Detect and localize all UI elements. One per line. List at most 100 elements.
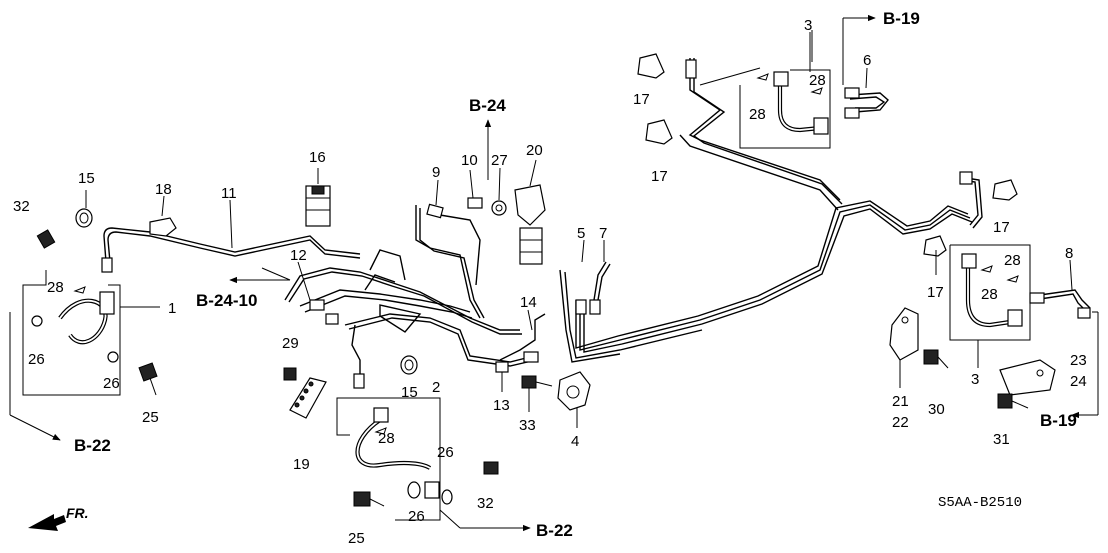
bracket-23 <box>999 359 1056 396</box>
callout-12: 12 <box>290 247 307 264</box>
callout-26-a: 26 <box>28 351 45 368</box>
hose-fitting <box>99 291 115 315</box>
bundle-fitting-left-2 <box>325 313 339 325</box>
bracket-21 <box>889 307 919 361</box>
line-14 <box>499 313 546 363</box>
callout-3-top: 3 <box>804 17 812 34</box>
fitting-13 <box>495 361 509 373</box>
bundle-fitting-lower <box>353 373 365 389</box>
clip-28-left <box>73 286 86 294</box>
washer-26-center-2 <box>441 489 453 505</box>
hose-fitting-center <box>373 407 389 423</box>
line-6-fitting-b <box>844 107 860 119</box>
line-8-fitting-b <box>1077 307 1091 319</box>
callout-27: 27 <box>491 152 508 169</box>
callout-17-c: 17 <box>993 219 1010 236</box>
clip-17-b <box>645 119 673 145</box>
hose-3-bottom-fitting <box>813 117 829 135</box>
callout-26-c: 26 <box>437 444 454 461</box>
callout-32-left: 32 <box>13 198 30 215</box>
bolt-25-left <box>138 362 158 382</box>
ref-b19-top: B-19 <box>883 9 920 28</box>
fitting-10 <box>467 197 483 209</box>
bolt-32-left <box>36 229 56 249</box>
callout-3-right: 3 <box>971 371 979 388</box>
hose-3-right-bottom <box>1007 309 1023 327</box>
line-7-fitting <box>589 299 601 315</box>
center-hose-group <box>336 397 531 532</box>
rear-line-fitting-top <box>685 59 697 79</box>
callout-32-center: 32 <box>477 495 494 512</box>
callout-5: 5 <box>577 225 585 242</box>
callout-26-d: 26 <box>408 508 425 525</box>
brake-line-11 <box>101 227 361 273</box>
bolt-29 <box>283 367 297 381</box>
bolt-31 <box>997 393 1013 409</box>
callout-19: 19 <box>293 456 310 473</box>
callout-23: 23 <box>1070 352 1087 369</box>
callout-28-top-a: 28 <box>749 106 766 123</box>
callout-2: 2 <box>432 379 440 396</box>
valve-4 <box>495 361 591 411</box>
callout-1: 1 <box>168 300 176 317</box>
front-arrow-icon <box>28 514 66 531</box>
line-6-fitting-a <box>844 87 860 99</box>
bundle-fitting-left <box>309 299 325 311</box>
ref-b22-bottom: B-22 <box>536 521 573 540</box>
callout-17-a: 17 <box>633 91 650 108</box>
bolt-33 <box>521 375 537 389</box>
callout-14: 14 <box>520 294 537 311</box>
leader-lines <box>85 32 1073 428</box>
brake-line-bundle <box>284 205 537 389</box>
callout-28-right-b: 28 <box>1004 252 1021 269</box>
clip-17-d <box>923 235 947 257</box>
callout-33: 33 <box>519 417 536 434</box>
clip-28-top-b <box>810 87 823 95</box>
clip-28-center <box>374 427 387 435</box>
clip-28-top-a <box>756 73 769 81</box>
bracket-20-clamp <box>519 227 543 265</box>
hose-3-top-fitting <box>773 71 789 87</box>
ref-b22-left: B-22 <box>74 436 111 455</box>
line-8-fitting <box>1029 292 1045 304</box>
callout-numbers: 1 2 3 3 4 5 6 7 8 9 10 11 12 13 14 15 15… <box>13 17 1087 547</box>
diagram-code: S5AA-B2510 <box>938 495 1022 511</box>
left-front-hose-group <box>9 229 160 441</box>
callout-28-left: 28 <box>47 279 64 296</box>
nut-27 <box>491 200 507 216</box>
callout-28-right-a: 28 <box>981 286 998 303</box>
rear-line-fitting-right <box>959 171 973 185</box>
callout-26-b: 26 <box>103 375 120 392</box>
callout-9: 9 <box>432 164 440 181</box>
callout-28-center: 28 <box>378 430 395 447</box>
callout-7: 7 <box>599 225 607 242</box>
clip-28-right-b <box>1006 275 1019 283</box>
callout-30: 30 <box>928 401 945 418</box>
hose-3-right-fitting <box>961 253 977 269</box>
bolt-30 <box>923 349 939 365</box>
grommet-15-center <box>400 355 418 375</box>
callout-11: 11 <box>221 185 237 202</box>
clip-17-a <box>637 53 665 79</box>
callout-21: 21 <box>892 393 909 410</box>
ref-b24-10: B-24-10 <box>196 291 257 310</box>
front-direction-indicator: FR. <box>28 505 89 531</box>
rear-lines <box>559 58 983 363</box>
line-5-fitting <box>575 299 587 315</box>
callout-4: 4 <box>571 433 579 450</box>
callout-29: 29 <box>282 335 299 352</box>
ref-b19-right: B-19 <box>1040 411 1077 430</box>
callout-10: 10 <box>461 152 478 169</box>
callout-31: 31 <box>993 431 1010 448</box>
callout-15-left: 15 <box>78 170 95 187</box>
callout-6: 6 <box>863 52 871 69</box>
callout-28-top-b: 28 <box>809 72 826 89</box>
bolt-32-center <box>483 461 499 475</box>
clip-17-c <box>992 179 1018 201</box>
ref-b24: B-24 <box>469 96 506 115</box>
callout-22: 22 <box>892 414 909 431</box>
grommet-15-left <box>75 208 93 228</box>
washer-26-center <box>407 481 421 499</box>
callout-20: 20 <box>526 142 543 159</box>
callout-24: 24 <box>1070 373 1087 390</box>
